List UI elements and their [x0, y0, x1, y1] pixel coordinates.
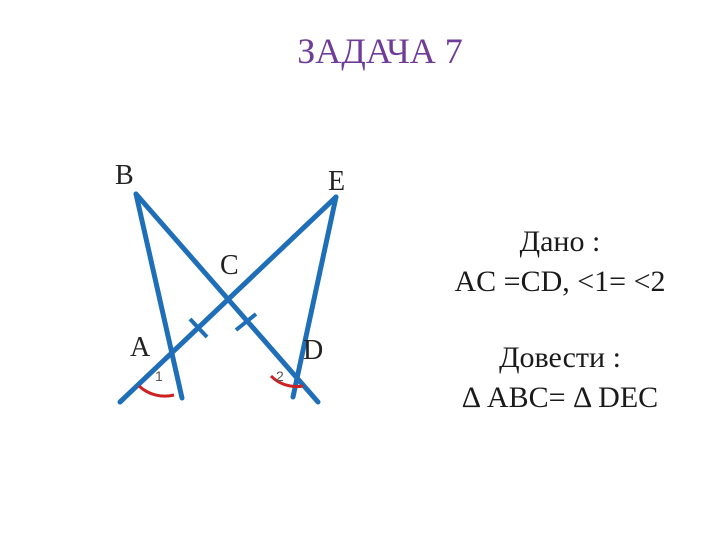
prove-text: Δ ABC= Δ DEC: [461, 381, 659, 414]
point-e-label: E: [328, 166, 345, 197]
angle-1-label: 1: [155, 368, 163, 384]
slide-title: ЗАДАЧА 7: [297, 31, 463, 71]
given-text: AC =CD, <1= <2: [454, 265, 666, 298]
point-a-label: A: [130, 332, 151, 363]
segment-ba: [133, 191, 185, 401]
point-b-label: B: [115, 160, 134, 191]
tick-mark-cd: [234, 312, 258, 332]
line-ea: [117, 194, 339, 405]
point-c-label: C: [220, 250, 239, 281]
angle-2-arc: [269, 374, 304, 389]
angle-1-arc: [137, 384, 175, 398]
angle-2-label: 2: [276, 368, 284, 384]
prove-block: Довести : Δ ABC= Δ DEC: [410, 338, 710, 418]
segment-ed: [290, 194, 339, 400]
given-heading: Дано :: [519, 225, 601, 258]
point-d-label: D: [303, 335, 323, 366]
tick-mark-ac: [188, 317, 209, 339]
given-block: Дано : AC =CD, <1= <2: [410, 222, 710, 302]
prove-heading: Довести :: [499, 341, 621, 374]
